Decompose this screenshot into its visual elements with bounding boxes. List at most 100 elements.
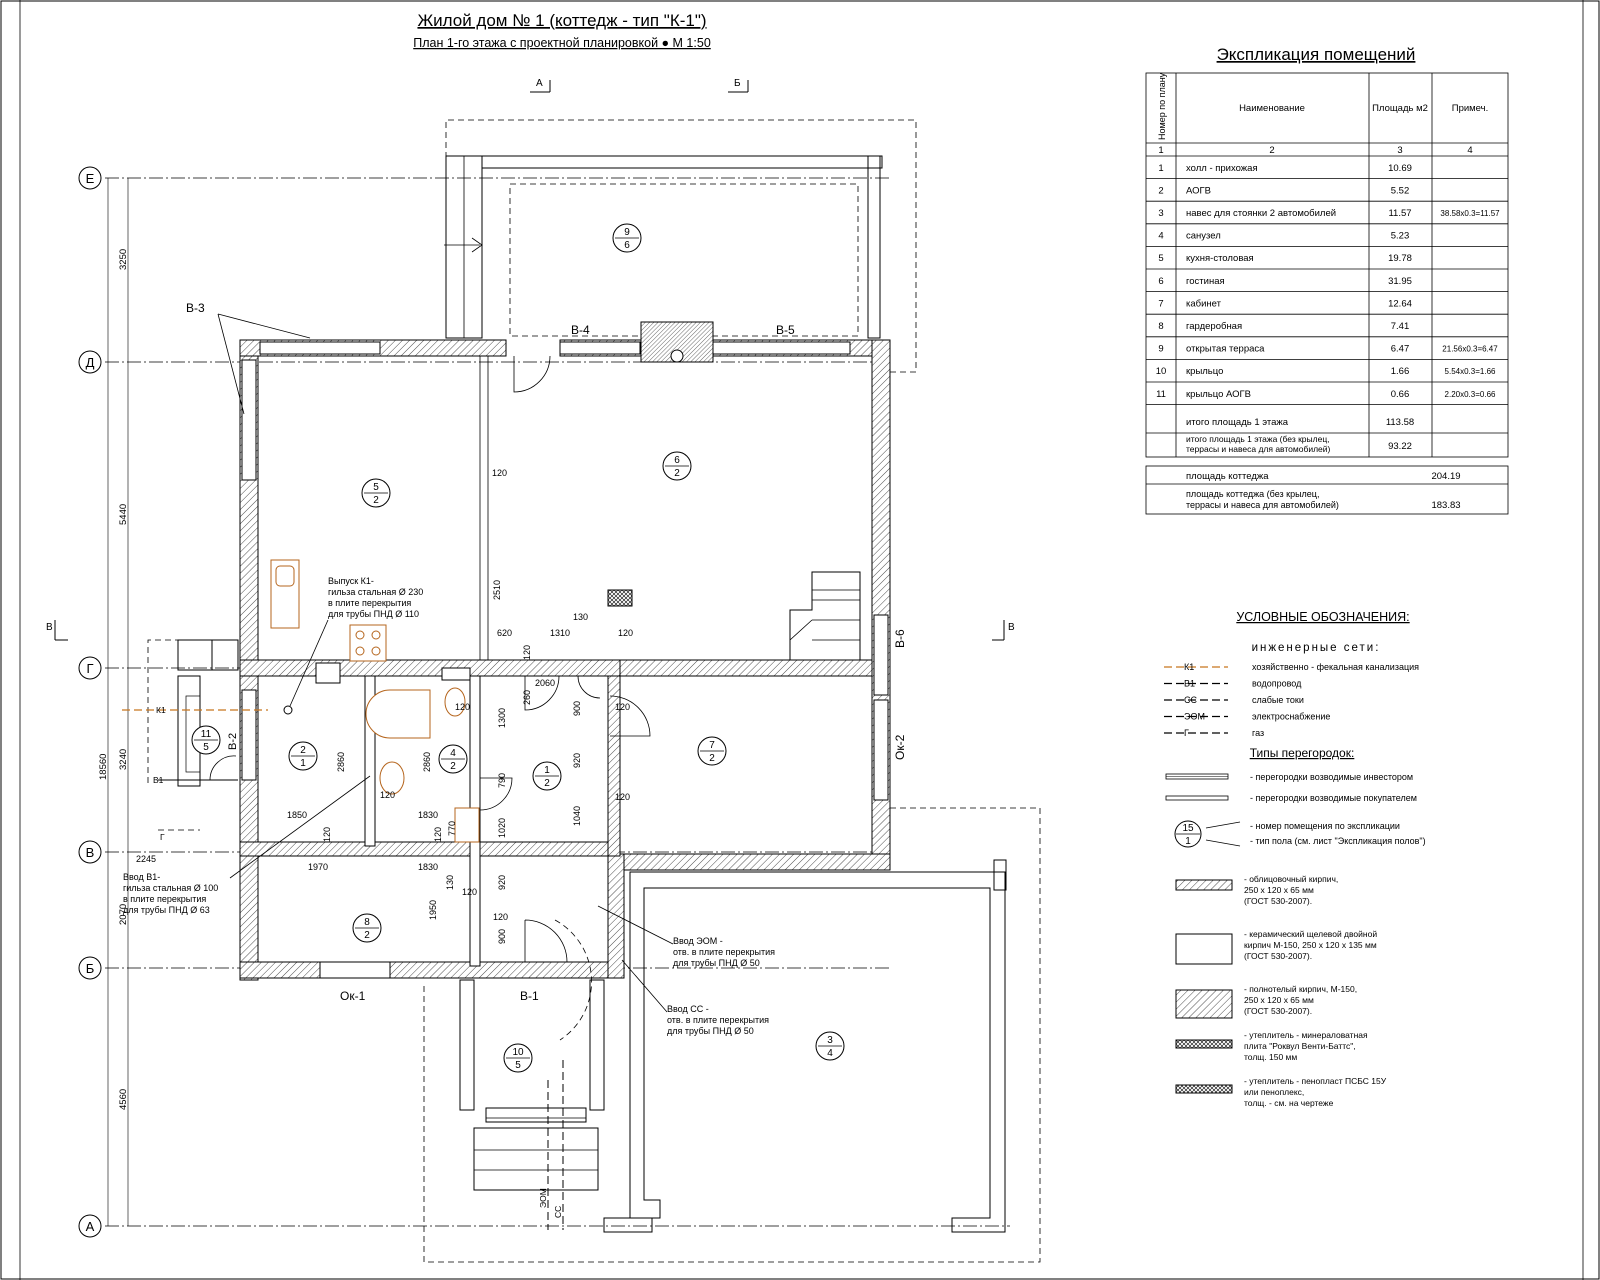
dim-1950: 1950 — [428, 900, 438, 920]
dim-2060: 2060 — [535, 678, 555, 688]
plumbing-fixtures — [270, 559, 480, 843]
row-name: крыльцо — [1186, 366, 1223, 377]
drawing-subtitle: План 1-го этажа с проектной планировкой … — [413, 36, 711, 50]
dim-120-k: 120 — [493, 912, 508, 922]
roof-outlines — [147, 119, 1041, 1263]
legend-material-text: 250 х 120 х 65 мм — [1244, 995, 1314, 1005]
row-area: 10.69 — [1388, 163, 1412, 174]
row-num: 1 — [1158, 163, 1163, 174]
row-note: 5.54х0.3=1.66 — [1445, 367, 1496, 376]
row-note: 21.56х0.3=6.47 — [1442, 345, 1498, 354]
dim-130-b: 130 — [445, 875, 455, 890]
row-area: 5.23 — [1391, 231, 1410, 242]
legend-partition-investor: - перегородки возводимые инвестором — [1250, 772, 1413, 782]
label-b1-line: В1 — [153, 775, 164, 785]
section-v-right-label: В — [1008, 622, 1015, 633]
room-marker-7: 72 — [697, 736, 727, 766]
note-k1-line2: гильза стальная Ø 230 — [328, 587, 423, 597]
doors — [479, 355, 651, 1041]
legend-material-text: (ГОСТ 530-2007). — [1244, 1006, 1312, 1016]
utility-lines — [122, 705, 564, 1230]
svg-text:8: 8 — [364, 917, 370, 928]
svg-text:5: 5 — [203, 742, 209, 753]
dim-120-i: 120 — [433, 827, 443, 842]
dim-130: 130 — [573, 612, 588, 622]
row-area: 1.66 — [1391, 366, 1410, 377]
row-name: гардеробная — [1186, 321, 1242, 332]
legend-network-text: газ — [1252, 728, 1264, 738]
explication-table: Экспликация помещений Номер по плану Наи… — [1145, 45, 1509, 515]
legend-network-text: слабые токи — [1252, 695, 1304, 705]
legend-material-text: кирпич М-150, 250 х 120 х 135 мм — [1244, 940, 1377, 950]
dim-920-b: 920 — [497, 875, 507, 890]
svg-text:2: 2 — [709, 753, 715, 764]
note-k1-line3: в плите перекрытия — [328, 598, 411, 608]
section-a-label: А — [536, 78, 543, 89]
col-idx-4: 4 — [1467, 145, 1472, 156]
row-area: 5.52 — [1391, 185, 1410, 196]
dim-120-j: 120 — [462, 887, 477, 897]
svg-text:2: 2 — [674, 468, 680, 479]
dim-1850: 1850 — [287, 810, 307, 820]
dim-1300: 1300 — [497, 708, 507, 728]
dim-1970: 1970 — [308, 862, 328, 872]
label-b1: В-1 — [520, 989, 539, 1003]
dim-900-a: 900 — [572, 701, 582, 716]
axis-g-label: Г — [86, 661, 93, 676]
room-marker-6: 62 — [662, 451, 692, 481]
dim-120-c: 120 — [522, 645, 532, 660]
row-note: 2.20х0.3=0.66 — [1445, 390, 1496, 399]
note-ss-line1: Ввод СС - — [667, 1004, 709, 1014]
row-area: 12.64 — [1388, 298, 1412, 309]
explication-title: Экспликация помещений — [1217, 45, 1416, 64]
legend-room-floor: 1 — [1185, 836, 1191, 847]
svg-text:2: 2 — [544, 778, 550, 789]
dim-1310: 1310 — [550, 628, 570, 638]
row-name: открытая терраса — [1186, 344, 1265, 355]
row-name: крыльцо АОГВ — [1186, 389, 1251, 400]
legend-title: УСЛОВНЫЕ ОБОЗНАЧЕНИЯ: — [1236, 610, 1409, 624]
row-num: 9 — [1158, 344, 1163, 355]
dim-920-a: 920 — [572, 753, 582, 768]
dim-120-a: 120 — [492, 468, 507, 478]
svg-text:5: 5 — [373, 482, 379, 493]
axis-d-label: Д — [86, 355, 95, 370]
legend-material-item: - облицовочный кирпич,250 х 120 х 65 мм(… — [1244, 874, 1338, 906]
label-eom-line: ЭОМ — [538, 1188, 548, 1208]
legend-material-text: 250 х 120 х 65 мм — [1244, 885, 1314, 895]
dim-18560: 18560 — [98, 754, 109, 780]
legend-material-text: (ГОСТ 530-2007). — [1244, 896, 1312, 906]
legend-network-text: электроснабжение — [1252, 712, 1330, 722]
legend-material-text: толщ. - см. на чертеже — [1244, 1098, 1334, 1108]
room-marker-5: 52 — [361, 478, 391, 508]
room-markers: 96 52 62 72 21 42 12 115 82 105 34 — [191, 223, 845, 1073]
total-2-value: 93.22 — [1388, 441, 1412, 452]
note-ss-line3: для трубы ПНД Ø 50 — [667, 1026, 754, 1036]
svg-text:2: 2 — [373, 495, 379, 506]
legend-network-code: К1 — [1184, 662, 1194, 672]
label-v5: В-5 — [776, 323, 795, 337]
row-area: 11.57 — [1388, 208, 1411, 219]
axis-v-label: В — [86, 845, 95, 860]
note-b1-line3: в плите перекрытия — [123, 894, 206, 904]
dim-620: 620 — [497, 628, 512, 638]
row-name: АОГВ — [1186, 185, 1211, 196]
svg-text:11: 11 — [201, 729, 212, 740]
carport-structure — [603, 859, 1007, 1233]
svg-text:2: 2 — [300, 745, 306, 756]
dim-3240: 3240 — [118, 749, 129, 770]
cottage-2-label-1: площадь коттеджа (без крылец, — [1186, 489, 1319, 499]
